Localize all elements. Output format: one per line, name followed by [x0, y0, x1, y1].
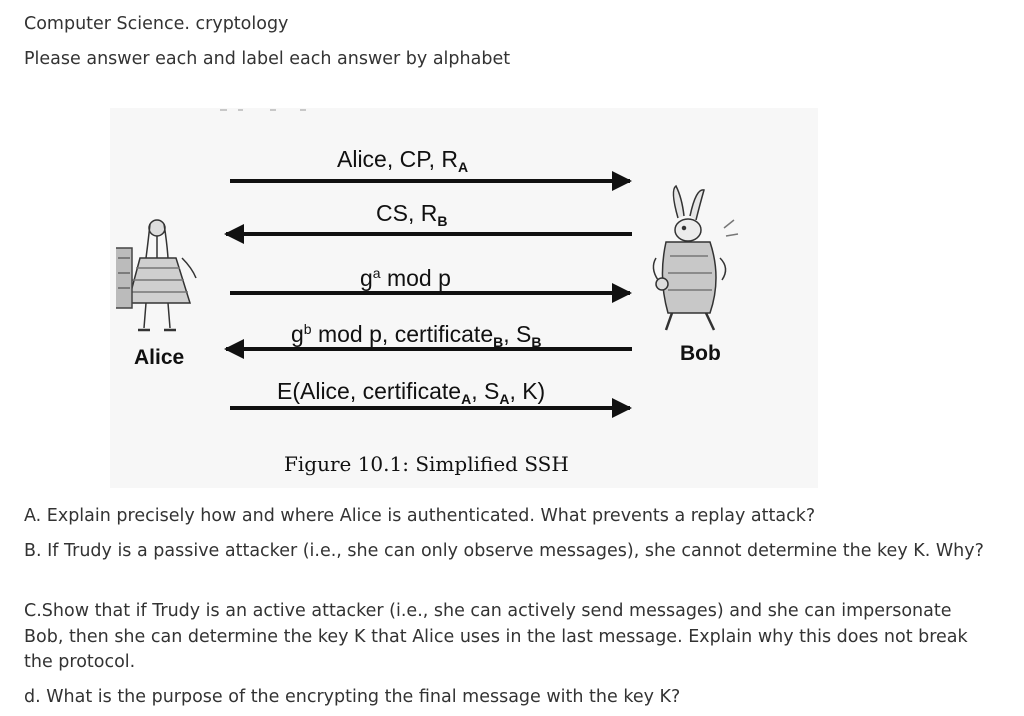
message-2-sub: B [437, 213, 448, 229]
message-5-label: E(Alice, certificateA, SA, K) [277, 378, 545, 412]
message-5-sub2: A [499, 391, 510, 407]
message-1-label: Alice, CP, RA [337, 146, 468, 180]
message-2-text: CS, R [376, 200, 438, 226]
ssh-figure: Alice, CP, RA CS, RB ga mod p gb mod p, … [110, 108, 818, 488]
message-5-mid: , S [471, 378, 500, 404]
message-4-sup: b [303, 321, 312, 337]
message-1-text: Alice, CP, R [337, 146, 459, 172]
message-3-sup: a [372, 265, 381, 281]
subject-line: Computer Science. cryptology [24, 14, 289, 34]
question-a: A. Explain precisely how and where Alice… [24, 506, 816, 526]
alice-illustration [116, 219, 197, 332]
bob-label: Bob [680, 342, 721, 365]
message-4-sub2: B [531, 334, 542, 350]
question-c: C.Show that if Trudy is an active attack… [24, 601, 968, 672]
message-5-tail: , K) [509, 378, 546, 404]
message-3-label: ga mod p [360, 260, 451, 291]
instruction-line: Please answer each and label each answer… [24, 49, 511, 69]
message-1-sub: A [458, 159, 469, 175]
message-4-label: gb mod p, certificateB, SB [291, 316, 542, 355]
message-4-pre: g [291, 321, 304, 347]
message-3-pre: g [360, 265, 373, 291]
message-4-sub1: B [493, 334, 504, 350]
message-4-text: mod p, certificate [311, 321, 494, 347]
message-2-label: CS, RB [376, 200, 447, 234]
bob-illustration [652, 184, 739, 331]
question-b: B. If Trudy is a passive attacker (i.e.,… [24, 541, 984, 561]
figure-caption: Figure 10.1: Simplified SSH [284, 452, 569, 476]
alice-label: Alice [134, 346, 185, 369]
message-4-mid: , S [503, 321, 532, 347]
protocol-arrows [116, 109, 739, 418]
message-5-text: E(Alice, certificate [277, 378, 462, 404]
question-d: d. What is the purpose of the encrypting… [24, 687, 681, 707]
message-5-sub1: A [461, 391, 472, 407]
message-3-text: mod p [380, 265, 451, 291]
